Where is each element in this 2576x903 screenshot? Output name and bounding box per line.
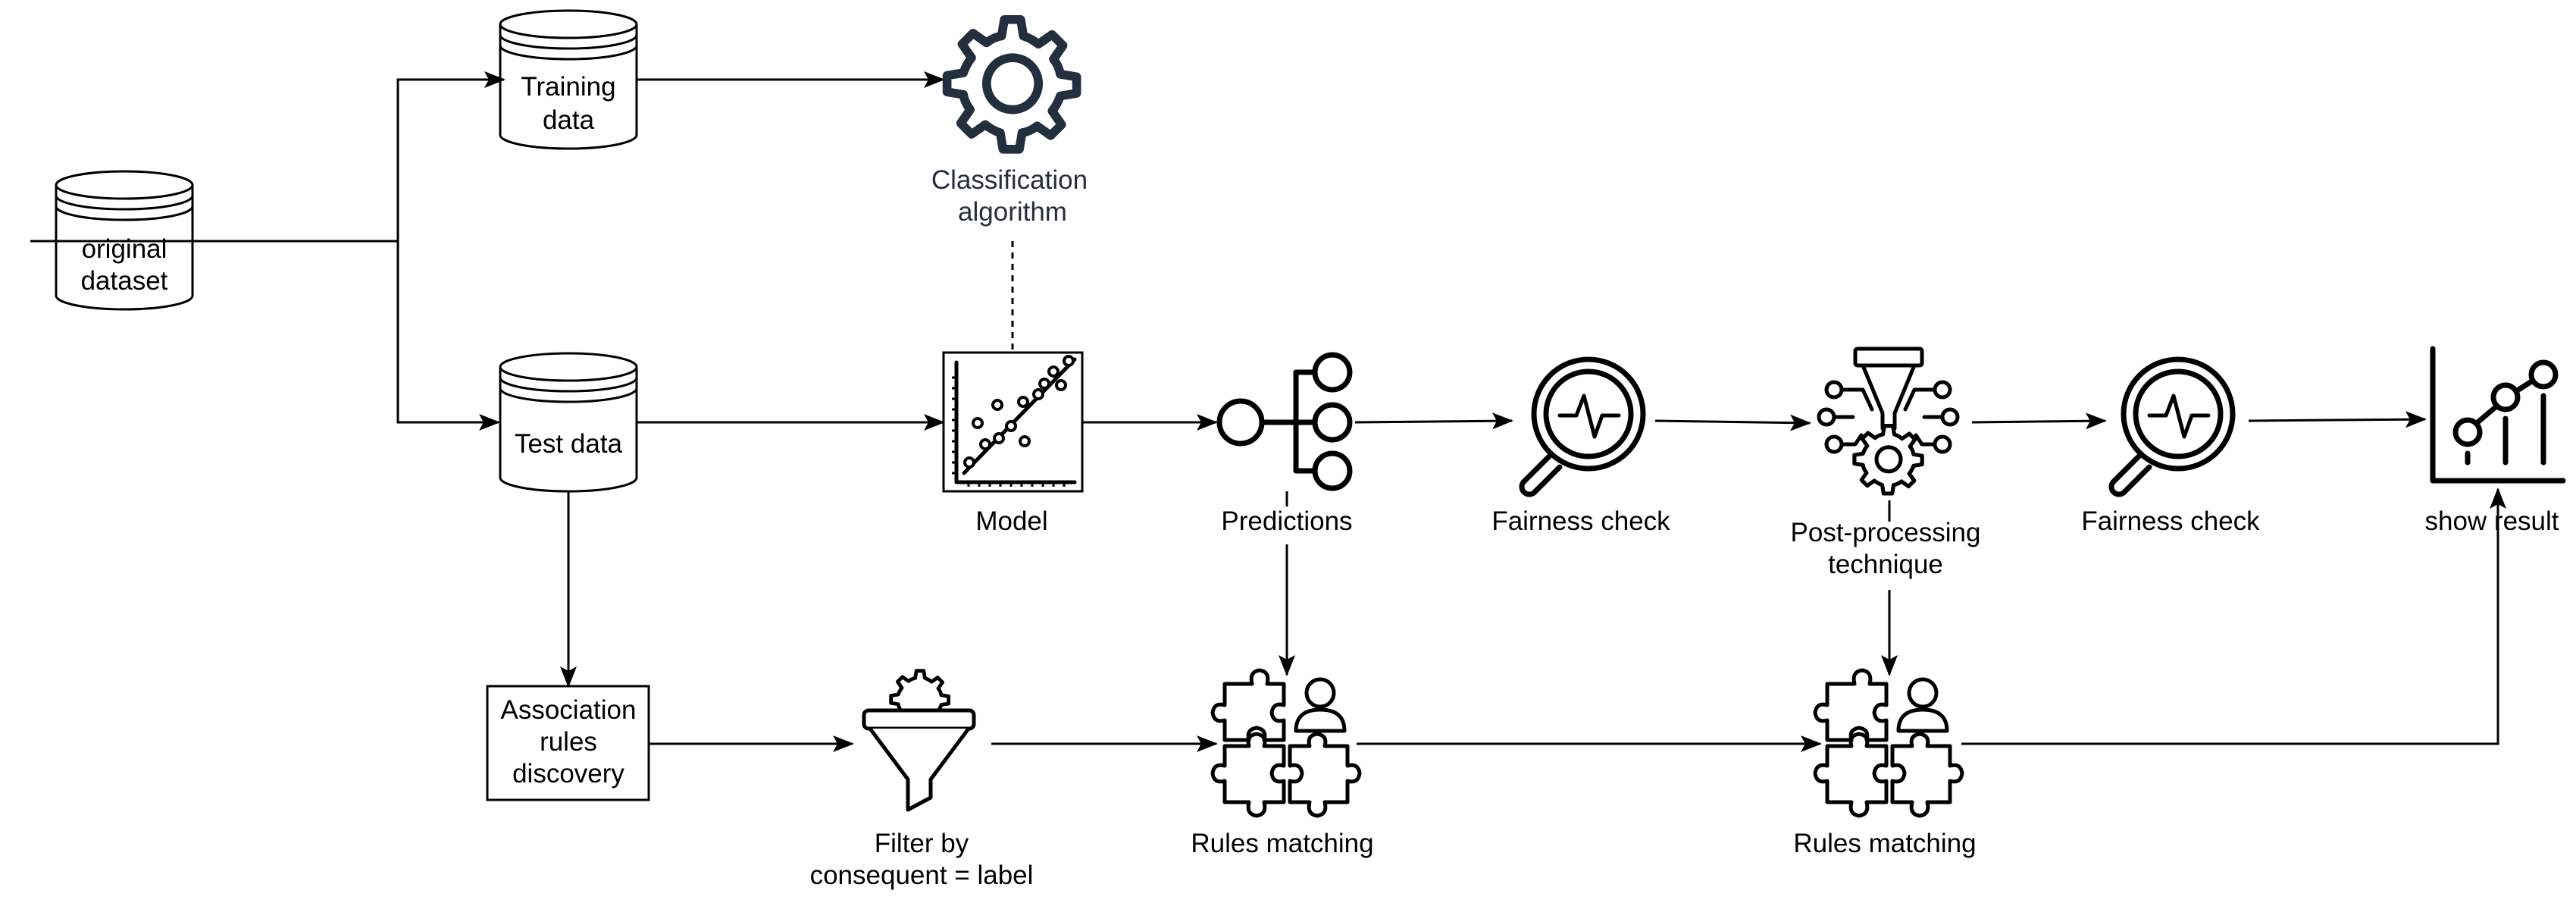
association-rules-label-3: discovery: [512, 759, 624, 789]
post-processing-label-1: Post-processing: [1791, 518, 1981, 547]
filter-label-2: consequent = label: [810, 861, 1034, 890]
predictions-label: Predictions: [1221, 506, 1352, 536]
magnifier-pulse-icon: [1519, 356, 1646, 497]
rules-matching-1-label: Rules matching: [1191, 829, 1373, 858]
filter-label-1: Filter by: [875, 829, 969, 858]
fairness-check-2-label: Fairness check: [2081, 506, 2260, 536]
gear-icon: [947, 20, 1077, 149]
database-icon: [55, 170, 194, 311]
fairness-check-1-node[interactable]: Fairness check: [1491, 356, 1670, 536]
association-rules-node[interactable]: Association rules discovery: [486, 685, 650, 801]
post-processing-node[interactable]: Post-processing technique: [1791, 346, 1981, 579]
edge-to-training: [396, 71, 505, 241]
connectors: [30, 71, 2506, 752]
fairness-check-2-node[interactable]: Fairness check: [2081, 356, 2260, 536]
training-data-label-1: Training: [521, 72, 615, 102]
classification-label-1: Classification: [931, 165, 1088, 195]
tree-icon: [1216, 352, 1353, 491]
edge-predictions-fairness: [1354, 412, 1513, 430]
association-rules-label-1: Association: [501, 695, 637, 725]
classification-algorithm-node[interactable]: Classification algorithm: [931, 20, 1088, 227]
puzzle-user-icon: [1210, 668, 1362, 818]
rules-matching-1-node[interactable]: Rules matching: [1191, 668, 1374, 858]
puzzle-user-icon: [1813, 668, 1964, 818]
show-result-label: show result: [2424, 506, 2559, 536]
line-chart-icon: [2430, 346, 2566, 484]
funnel-gear-icon: [1817, 346, 1960, 494]
original-dataset-label-1: original: [82, 234, 167, 264]
edge-postprocessing-fairness2: [1971, 412, 2107, 430]
test-data-node[interactable]: Test data: [499, 352, 638, 493]
magnifier-pulse-icon: [2108, 356, 2236, 497]
model-node[interactable]: Model: [942, 351, 1084, 536]
scatter-plot-icon: [942, 351, 1084, 493]
association-rules-label-2: rules: [540, 727, 597, 757]
original-dataset-label-2: dataset: [81, 266, 168, 296]
database-icon: [499, 352, 638, 493]
predictions-node[interactable]: Predictions: [1216, 352, 1353, 536]
rules-matching-2-node[interactable]: Rules matching: [1793, 668, 1977, 858]
model-label: Model: [975, 506, 1047, 536]
rules-matching-2-label: Rules matching: [1793, 829, 1976, 858]
funnel-gear-icon: [862, 671, 976, 812]
show-result-node[interactable]: show result: [2424, 346, 2566, 536]
edge-fairness-postprocessing: [1654, 414, 1811, 431]
association-rules-box: [486, 685, 650, 801]
training-data-label-2: data: [543, 105, 595, 135]
fairness-check-1-label: Fairness check: [1491, 506, 1670, 536]
training-data-node[interactable]: Training data: [499, 9, 638, 150]
filter-node[interactable]: Filter by consequent = label: [810, 671, 1034, 890]
post-processing-label-2: technique: [1828, 550, 1943, 579]
edge-rules2-result: [1961, 488, 2506, 745]
classification-label-2: algorithm: [958, 197, 1067, 227]
edge-to-test: [396, 241, 500, 431]
edge-fairness2-result: [2248, 411, 2427, 428]
original-dataset-node[interactable]: original dataset: [30, 170, 194, 311]
test-data-label: Test data: [515, 429, 623, 459]
database-icon: [499, 9, 638, 150]
